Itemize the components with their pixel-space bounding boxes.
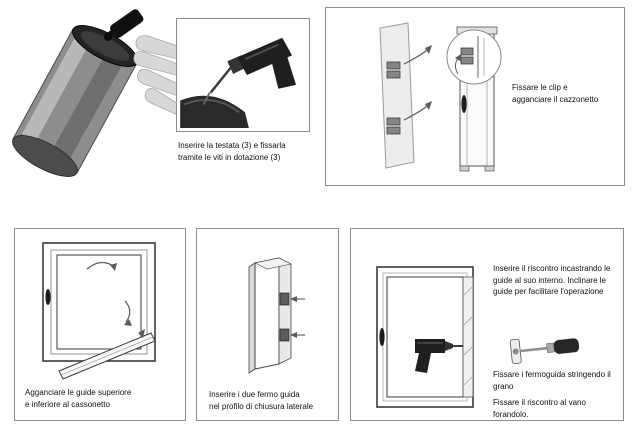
clip-lower bbox=[386, 117, 401, 135]
panel-step5: Inserire il riscontro incastrando le gui… bbox=[350, 228, 624, 421]
step5-para1: Inserire il riscontro incastrando le gui… bbox=[493, 263, 617, 298]
step3-caption-line1: Agganciare le guide superiore bbox=[25, 388, 132, 397]
testata-cap bbox=[104, 9, 144, 41]
step2-caption-line2: agganciare il cazzonetto bbox=[512, 94, 599, 104]
drill-screw-illustration bbox=[180, 37, 296, 128]
step3-caption: Agganciare le guide superiore e inferior… bbox=[25, 387, 181, 410]
step1-caption-line1: Inserire la testata (3) e fissarla bbox=[178, 141, 286, 150]
panel-step3: Agganciare le guide superiore e inferior… bbox=[14, 228, 186, 421]
step5-para3: Fissare il riscontro al vano forandolo. bbox=[493, 397, 623, 420]
step2-caption: Fissare le clip e agganciare il cazzonet… bbox=[512, 82, 624, 105]
detail-zoom-circle bbox=[446, 29, 502, 85]
panel-step1: Inserire la testata (3) e fissarla trami… bbox=[10, 4, 312, 186]
step5-para3-text: Fissare il riscontro al vano forandolo. bbox=[493, 398, 586, 419]
step5-para2-text: Fissare i fermoguida stringendo il grano bbox=[493, 370, 611, 391]
roller-testata-photo-illustration bbox=[12, 9, 178, 177]
step5-para2: Fissare i fermoguida stringendo il grano bbox=[493, 369, 619, 392]
frame-drill-illustration bbox=[376, 266, 474, 408]
step5-para1-text: Inserire il riscontro incastrando le gui… bbox=[493, 264, 611, 297]
step1-caption: Inserire la testata (3) e fissarla trami… bbox=[178, 140, 312, 163]
panel-step2: Fissare le clip e agganciare il cazzonet… bbox=[325, 7, 625, 186]
step4-caption-line2: nel profilo di chiusura laterale bbox=[209, 401, 314, 411]
frame-guides-illustration bbox=[42, 242, 156, 380]
clips-wall-illustration bbox=[379, 22, 502, 172]
step3-caption-line2: e inferiore al cassonetto bbox=[25, 399, 110, 409]
drill-detail-box bbox=[176, 18, 310, 132]
drill-silhouette bbox=[415, 339, 463, 373]
fermo-guida-clips bbox=[279, 292, 290, 342]
step4-caption: Inserire i due fermo guida nel profilo d… bbox=[209, 389, 337, 412]
step1-caption-line2: tramite le viti in dotazione (3) bbox=[178, 152, 281, 162]
step2-caption-line1: Fissare le clip e bbox=[512, 83, 568, 92]
screwdriver-grub-screw-illustration bbox=[509, 338, 580, 365]
step4-caption-line1: Inserire i due fermo guida bbox=[209, 390, 300, 399]
clip-upper bbox=[386, 61, 401, 79]
guide-stop-profile-illustration bbox=[248, 257, 305, 374]
hand bbox=[133, 35, 178, 116]
panel-step4: Inserire i due fermo guida nel profilo d… bbox=[196, 228, 339, 421]
